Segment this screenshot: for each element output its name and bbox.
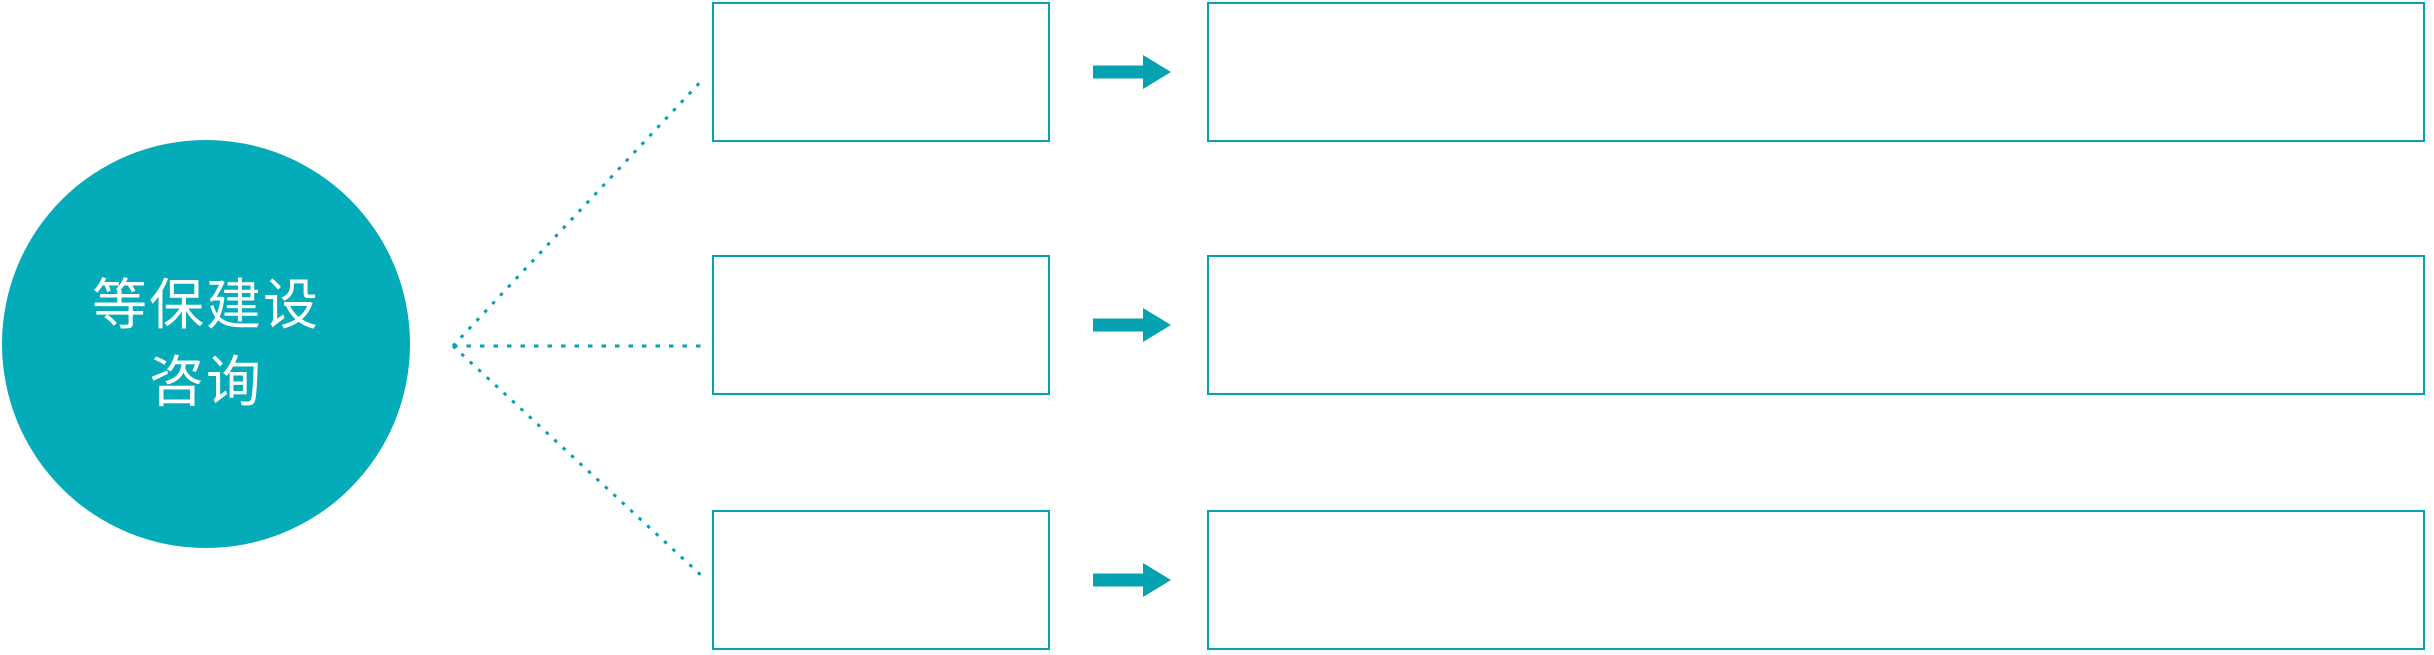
hub-label-line1: 等保建设 bbox=[91, 274, 320, 336]
large-box-2 bbox=[1207, 255, 2425, 395]
large-box-3 bbox=[1207, 510, 2425, 650]
connector-dotted-line-bottom bbox=[451, 344, 706, 580]
large-box-1 bbox=[1207, 2, 2425, 142]
arrow-right-icon bbox=[1093, 54, 1171, 90]
connector-dotted-line-top bbox=[451, 76, 706, 348]
small-box-3 bbox=[712, 510, 1050, 650]
small-box-2 bbox=[712, 255, 1050, 395]
hub-label-line2: 咨询 bbox=[148, 351, 263, 413]
small-box-1 bbox=[712, 2, 1050, 142]
arrow-right-icon bbox=[1093, 562, 1171, 598]
hub-circle: 等保建设 咨询 bbox=[2, 140, 410, 548]
arrow-right-icon bbox=[1093, 307, 1171, 343]
